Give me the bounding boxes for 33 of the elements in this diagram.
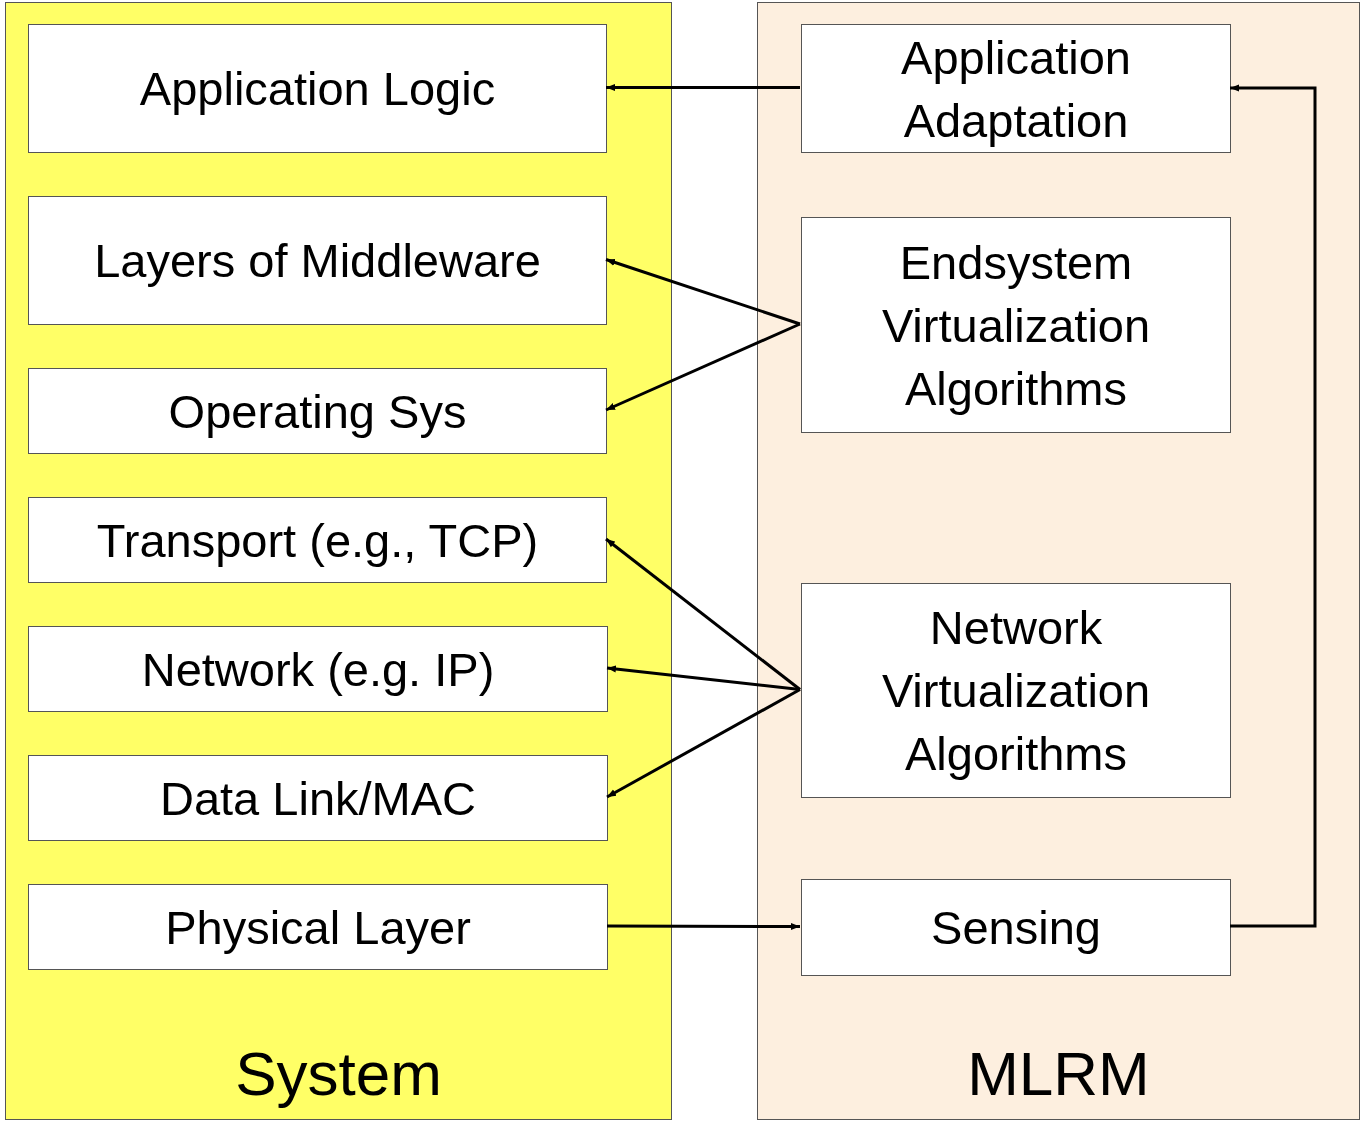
box-label: Application Logic [139,61,496,117]
box-label: Transport (e.g., TCP) [96,512,539,569]
panel-title: MLRM [966,1043,1151,1105]
group-panel [757,2,1360,1120]
arrow [605,537,801,691]
arrow [607,922,800,931]
layer-box [28,497,607,583]
box-label: Sensing [931,900,1101,956]
group-panel [5,2,672,1120]
layer-box [28,24,607,153]
box-label: Network Virtualization Algorithms [880,600,1152,782]
arrow [606,83,800,92]
layer-box [28,196,607,325]
arrow [606,688,801,799]
box-label: Data Link/MAC [159,770,477,827]
layer-box [28,884,608,970]
layer-box [801,24,1231,153]
box-label: Operating Sys [168,383,467,440]
layer-box [801,583,1231,798]
box-label: Physical Layer [165,899,471,956]
arrow [606,665,801,691]
box-label: Network (e.g. IP) [141,641,495,698]
box-label: Endsystem Virtualization Algorithms [880,234,1152,417]
layer-box [28,626,608,712]
box-label: Layers of Middleware [94,233,541,289]
layer-box [28,368,607,454]
layer-box [801,879,1231,976]
arrow [605,322,801,412]
layer-box [801,217,1231,433]
arrow [605,258,801,326]
box-label: Application Adaptation [900,29,1132,149]
layer-box [28,755,608,841]
arrow [1230,84,1317,928]
